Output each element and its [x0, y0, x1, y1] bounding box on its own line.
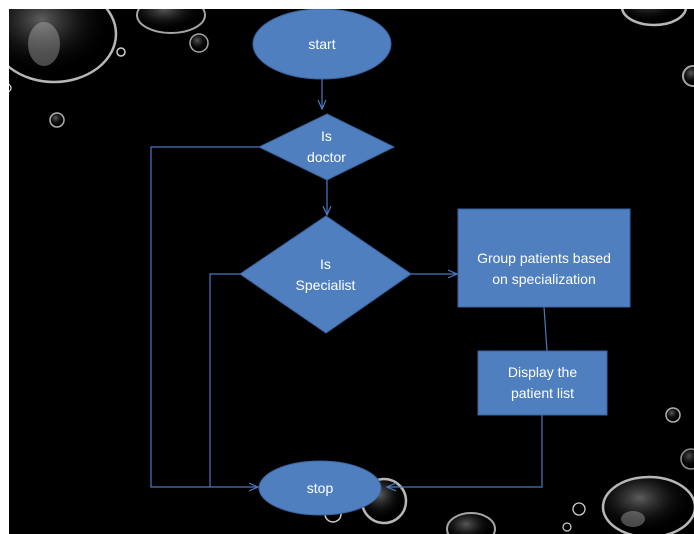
stop-terminal	[258, 460, 382, 516]
connector-specialist-no-to-stop	[209, 273, 240, 487]
flowchart-slide: start Is doctor Is Specialist Group pati…	[9, 9, 694, 534]
display-list-process	[477, 350, 608, 416]
connectors	[150, 79, 548, 487]
connector-display-to-stop	[387, 415, 543, 487]
connector-group-to-display	[543, 306, 548, 352]
start-terminal	[252, 9, 392, 80]
droplet-decoration	[9, 9, 694, 534]
is-doctor-decision	[257, 113, 396, 181]
flowchart-canvas	[9, 9, 694, 534]
group-patients-process	[457, 208, 631, 308]
connector-doctor-no-to-stop	[150, 146, 259, 487]
is-specialist-decision	[239, 215, 412, 334]
